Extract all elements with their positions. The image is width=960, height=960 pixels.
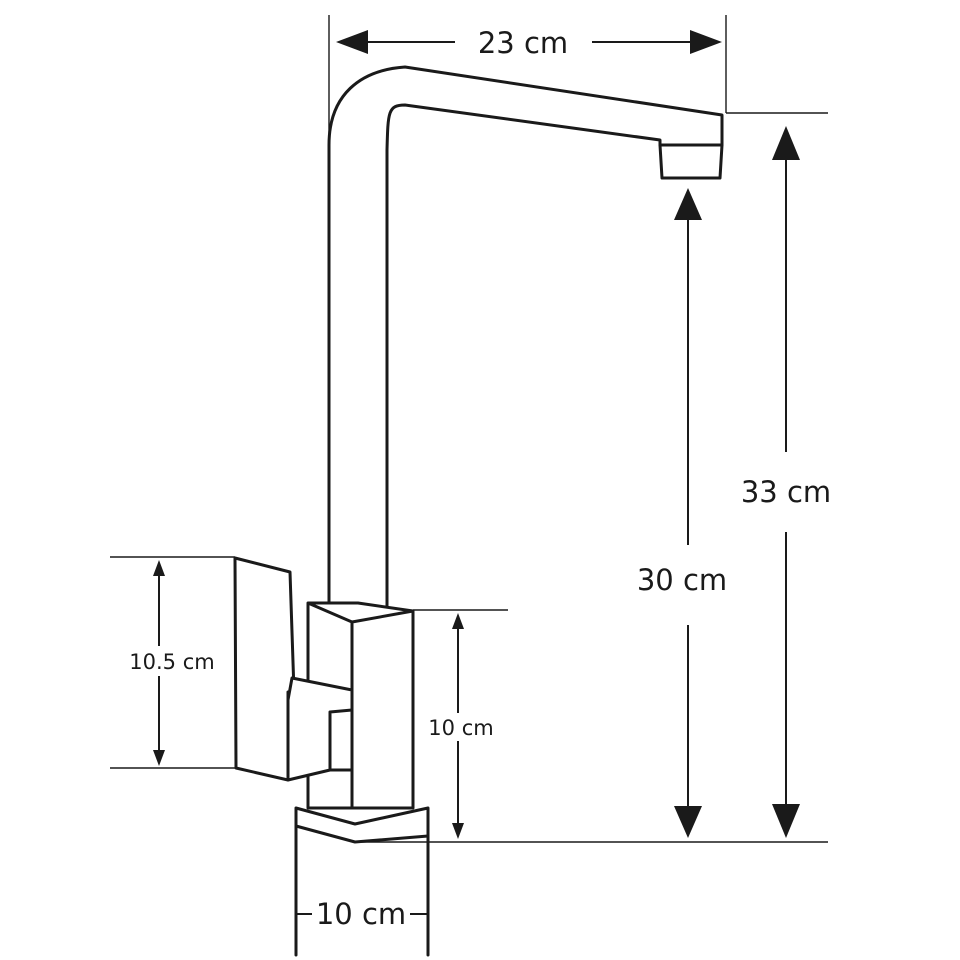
- dimension-outlet-height: 30 cm: [637, 188, 727, 838]
- dim-body-height-label-bg: [425, 713, 495, 741]
- dim-outlet-height-label: 30 cm: [637, 563, 727, 597]
- dim-total-height-arrow-top: [772, 126, 800, 160]
- dim-body-height-arrow-bottom: [452, 823, 464, 839]
- dim-base-width-label: 10 cm: [316, 897, 406, 931]
- dim-outlet-height-arrow-bottom: [674, 806, 702, 838]
- faucet-base: [294, 806, 430, 844]
- spout-outlet: [658, 143, 724, 180]
- dim-handle-height-label-bg: [122, 646, 222, 676]
- dim-spout-reach-arrow-left: [336, 30, 368, 54]
- dim-spout-reach-arrow-right: [690, 30, 722, 54]
- dim-handle-height-arrow-bottom: [153, 750, 165, 766]
- dimension-handle-height: 10.5 cm: [122, 560, 222, 766]
- dimension-total-height: 33 cm: [741, 126, 831, 838]
- dim-total-height-arrow-bottom: [772, 804, 800, 838]
- faucet-body-lower: [306, 768, 354, 810]
- dimension-body-height: 10 cm: [425, 613, 495, 839]
- lever-connector: [286, 676, 354, 782]
- dim-handle-height-arrow-top: [153, 560, 165, 576]
- reference-lines: [110, 15, 828, 843]
- faucet-spout: [327, 65, 724, 614]
- dim-total-height-label: 33 cm: [741, 475, 831, 509]
- faucet-drawing: [233, 65, 724, 957]
- dim-outlet-height-arrow-top: [674, 188, 702, 220]
- dim-body-height-arrow-top: [452, 613, 464, 629]
- faucet-lever-handle: [233, 556, 296, 782]
- dimension-base-width: 10 cm: [296, 897, 428, 931]
- dim-body-height-label: 10 cm: [428, 716, 493, 740]
- dimension-spout-reach: 23 cm: [336, 26, 722, 60]
- dim-spout-reach-label: 23 cm: [478, 26, 568, 60]
- dim-handle-height-label: 10.5 cm: [129, 650, 214, 674]
